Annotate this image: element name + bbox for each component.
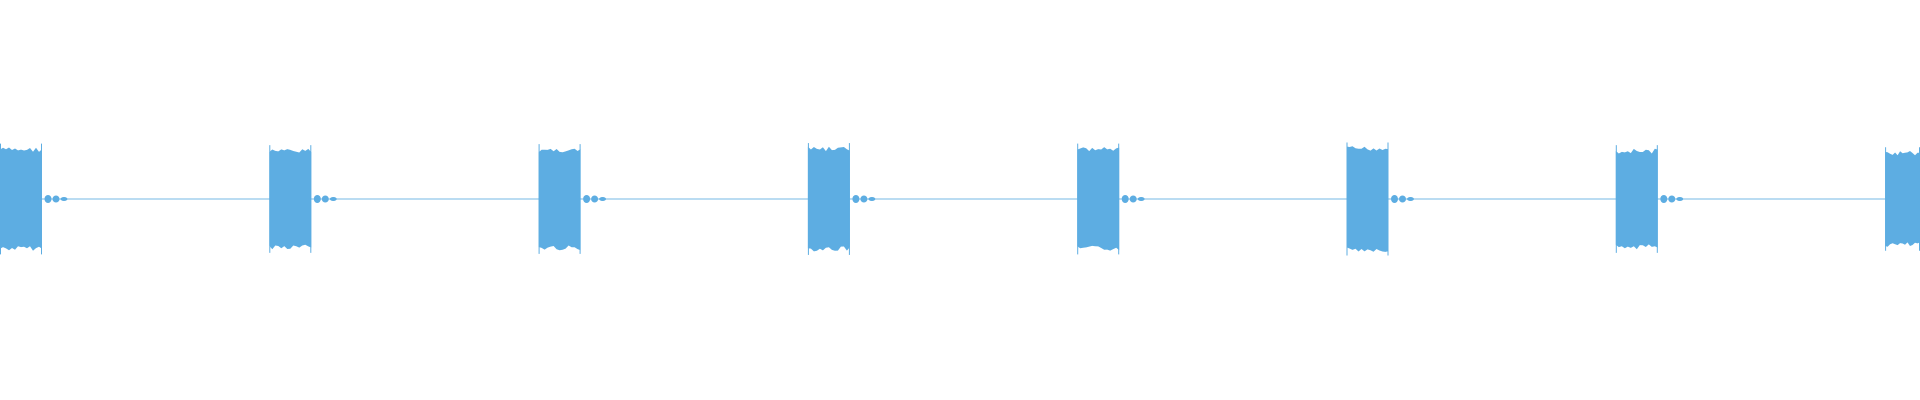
waveform-decay-blip <box>1668 195 1676 203</box>
waveform-decay-blip <box>868 197 876 201</box>
waveform-decay-blip <box>329 197 337 201</box>
waveform-decay-blip <box>1391 195 1398 203</box>
waveform-burst <box>1615 148 1658 250</box>
waveform-decay-blip <box>1129 195 1137 203</box>
waveform-burst <box>1885 151 1920 247</box>
waveform-decay-blip <box>1399 195 1406 203</box>
waveform-burst <box>0 147 42 251</box>
waveform-decay-blip <box>1407 197 1414 201</box>
waveform-decay-blip <box>1137 197 1145 201</box>
waveform-decay-blip <box>583 195 591 203</box>
waveform-decay-blip <box>852 195 860 203</box>
waveform-decay-blip <box>1676 197 1684 201</box>
waveform-decay-blip <box>60 197 68 201</box>
waveform-decay-blip <box>313 195 321 203</box>
waveform-decay-blip <box>1660 195 1668 203</box>
waveform-burst <box>1346 146 1389 252</box>
waveform-bursts <box>0 142 1920 256</box>
waveform-decay-blip <box>860 195 868 203</box>
waveform-burst <box>807 146 850 252</box>
waveform-decay-blip <box>591 195 599 203</box>
waveform-decay-blip <box>44 195 52 203</box>
waveform-burst <box>538 148 581 251</box>
waveform-burst <box>1077 147 1120 251</box>
waveform-burst <box>269 148 312 250</box>
waveform-decay-blip <box>52 195 60 203</box>
waveform-decay-blip <box>1121 195 1129 203</box>
waveform-decay-blip <box>321 195 329 203</box>
waveform-decay-blip <box>599 197 607 201</box>
